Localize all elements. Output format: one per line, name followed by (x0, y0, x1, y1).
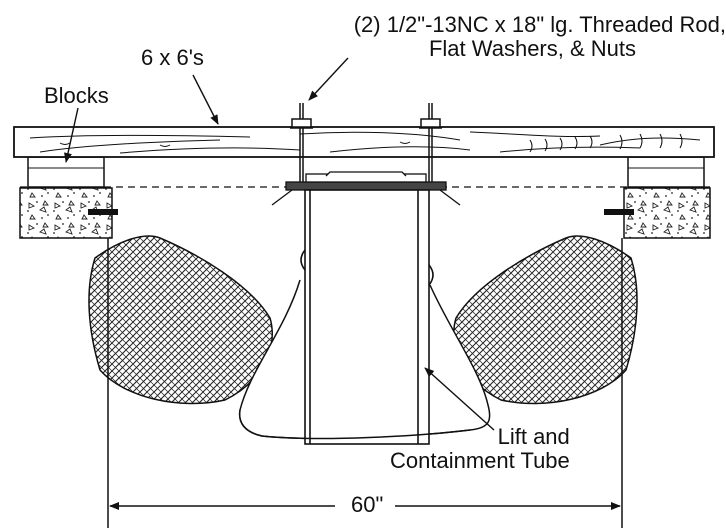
dimension-lines (107, 238, 623, 528)
timber-beam (13, 126, 715, 158)
beam-label: 6 x 6's (141, 45, 204, 70)
lift-containment-tube (300, 189, 434, 445)
threaded-rod-label-line1: (2) 1/2"-13NC x 18" lg. Threaded Rod, (353, 12, 726, 37)
tube-label-line1: Lift and (497, 424, 570, 449)
block-right (627, 156, 705, 188)
leader-lines (64, 57, 495, 431)
tube-label: Lift and Containment Tube (390, 425, 570, 473)
anchor-right (604, 209, 634, 215)
soil-left (88, 235, 273, 405)
threaded-rod-label: (2) 1/2"-13NC x 18" lg. Threaded Rod, Fl… (268, 13, 726, 61)
wood-grain (29, 131, 701, 154)
soil-right (453, 235, 638, 405)
threaded-rod-label-line2: Flat Washers, & Nuts (428, 36, 636, 61)
anchor-left (88, 209, 118, 215)
tube-label-line2: Containment Tube (390, 448, 570, 473)
concrete-right (623, 187, 711, 239)
threaded-rods (290, 103, 442, 185)
blocks-label: Blocks (44, 83, 109, 108)
dimension-label: 60" (345, 493, 390, 517)
